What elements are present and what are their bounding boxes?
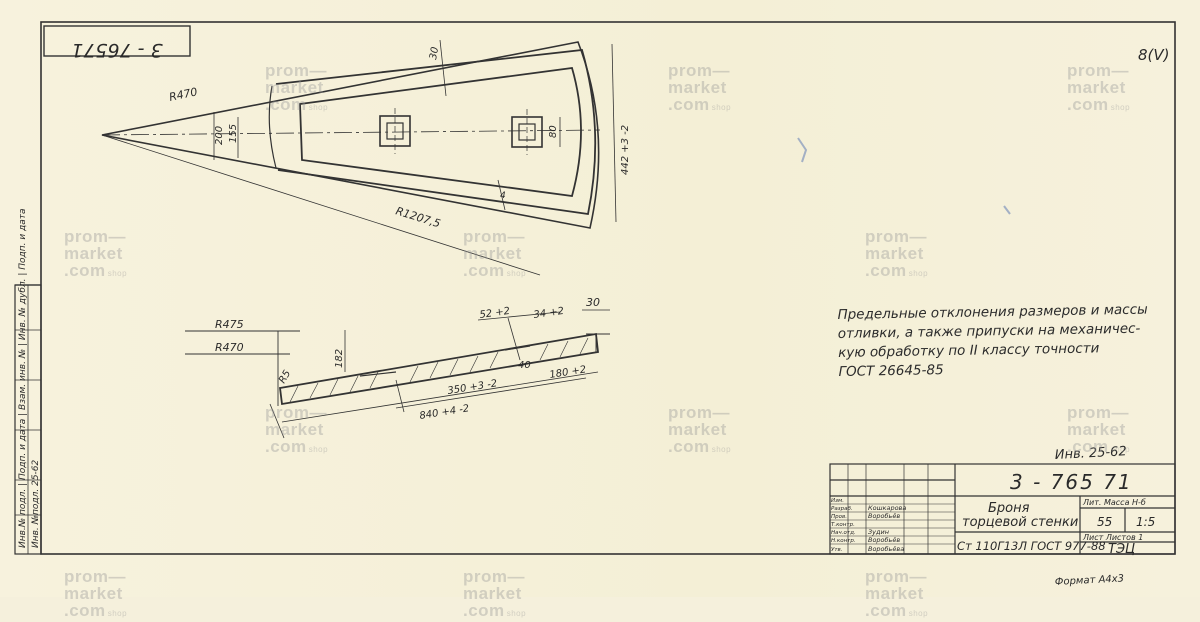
tb-name-0: Кошкарова bbox=[868, 504, 906, 512]
drawing-number-block: 3 - 765 71 bbox=[1010, 470, 1133, 494]
dim-30-top: 30 bbox=[428, 46, 441, 60]
dim-182: 182 bbox=[334, 349, 345, 368]
section-view bbox=[185, 309, 610, 439]
dim-r5: R5 bbox=[277, 368, 293, 385]
lit-header: Лит. Масса Н-б bbox=[1082, 498, 1146, 507]
dim-r475: R475 bbox=[215, 318, 244, 331]
dim-r470-section: R470 bbox=[215, 341, 244, 354]
tb-row-6: Утв. bbox=[831, 547, 843, 553]
sheet-info: Лист Листов 1 bbox=[1082, 533, 1143, 542]
tb-name-4: Воробьёва bbox=[868, 545, 904, 553]
format-label: Формат А4х3 bbox=[1055, 573, 1125, 588]
tb-row-1: Разраб. bbox=[831, 506, 853, 512]
tb-name-2: Зудин bbox=[868, 528, 889, 536]
inventory-number: Инв. 25-62 bbox=[1054, 444, 1127, 463]
number-box bbox=[43, 25, 191, 57]
section-hatching bbox=[289, 337, 589, 403]
dim-4: 4 bbox=[500, 191, 506, 201]
dim-442: 442 +3 -2 bbox=[620, 125, 631, 175]
material-spec: Ст 110Г13Л ГОСТ 977-88 bbox=[957, 539, 1106, 553]
engineering-drawing: Инв.№ подл. | Подп. и дата | Взам. инв. … bbox=[14, 21, 1176, 588]
part-title-1: Броня bbox=[988, 501, 1030, 516]
tb-row-4: Нач.отд. bbox=[831, 530, 856, 536]
dim-80: 80 bbox=[548, 125, 559, 138]
dim-200: 200 bbox=[214, 126, 225, 145]
dim-r470-top: R470 bbox=[168, 85, 199, 104]
dim-34: 34 +2 bbox=[533, 306, 565, 321]
dim-40: 40 bbox=[518, 360, 531, 371]
tb-row-2: Пров. bbox=[831, 514, 847, 520]
sheet-frame bbox=[40, 21, 1176, 555]
tb-name-3: Воробьёв bbox=[868, 536, 900, 544]
tb-row-0: Изм. bbox=[831, 498, 844, 504]
side-stamp-text: Инв.№ подл. | Подп. и дата | Взам. инв. … bbox=[18, 208, 28, 548]
drawing-number-top: 3 - 76571 bbox=[71, 39, 162, 61]
plan-view bbox=[101, 39, 617, 276]
scale-value: 1:5 bbox=[1136, 515, 1155, 529]
dim-52: 52 +2 bbox=[479, 306, 511, 321]
tb-row-3: Т.контр. bbox=[831, 522, 855, 528]
dim-350: 350 +3 -2 bbox=[447, 378, 498, 397]
title-block-grid bbox=[829, 463, 1176, 555]
dim-155: 155 bbox=[228, 124, 239, 143]
organization: ТЭЦ bbox=[1108, 542, 1135, 557]
tb-name-1: Воробьёв bbox=[868, 512, 900, 520]
dim-r1207: R1207,5 bbox=[394, 204, 442, 230]
tolerance-note: Предельные отклонения размеров и массы о… bbox=[837, 300, 1178, 382]
corner-mark: 8(V) bbox=[1138, 46, 1170, 64]
dim-840: 840 +4 -2 bbox=[419, 403, 470, 422]
dim-30-section: 30 bbox=[586, 296, 600, 309]
part-title-2: торцевой стенки bbox=[962, 515, 1078, 530]
side-inventory: Инв. №подл. 25-62 bbox=[31, 459, 41, 548]
mass-value: 55 bbox=[1097, 515, 1112, 529]
tb-row-5: Н.контр. bbox=[831, 538, 856, 544]
